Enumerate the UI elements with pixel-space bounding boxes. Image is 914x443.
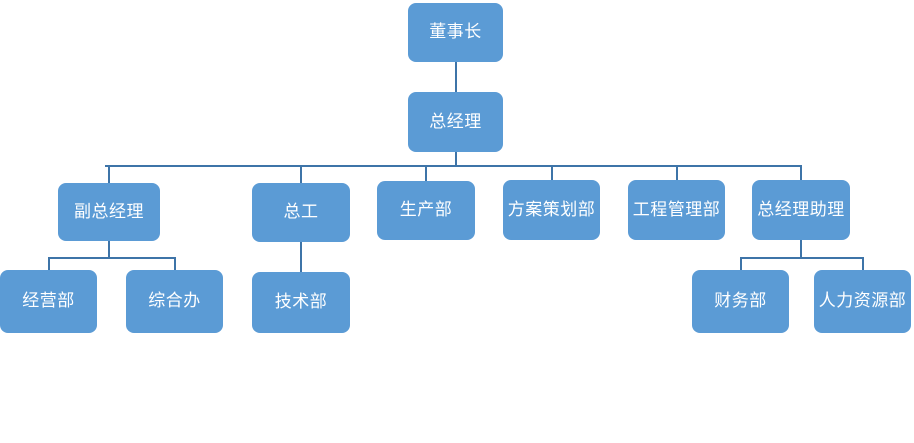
connector-gm-assistant-bus [740, 257, 864, 259]
node-deputy-gm[interactable]: 副总经理 [58, 183, 160, 241]
connector-drop-hr-dept [862, 257, 864, 271]
connector-drop-deputy-gm [108, 165, 110, 184]
connector-drop-finance-dept [740, 257, 742, 271]
node-hr-dept[interactable]: 人力资源部 [814, 270, 911, 333]
connector-drop-engineering-mgmt-dept [676, 165, 678, 181]
connector-chairman-to-general-manager [455, 62, 457, 92]
connector-chief-engineer-to-technology-dept [300, 242, 302, 273]
connector-deputy-gm-stem [108, 241, 110, 259]
connector-drop-gm-assistant [800, 165, 802, 181]
connector-drop-general-office [174, 257, 176, 271]
connector-deputy-gm-bus [48, 257, 176, 259]
node-general-office[interactable]: 综合办 [126, 270, 223, 333]
connector-gm-assistant-stem [800, 240, 802, 259]
node-general-manager[interactable]: 总经理 [408, 92, 503, 152]
node-chief-engineer[interactable]: 总工 [252, 183, 350, 242]
node-operations-dept[interactable]: 经营部 [0, 270, 97, 333]
node-finance-dept[interactable]: 财务部 [692, 270, 789, 333]
node-engineering-mgmt-dept[interactable]: 工程管理部 [628, 180, 725, 240]
node-technology-dept[interactable]: 技术部 [252, 272, 350, 333]
node-planning-dept[interactable]: 方案策划部 [503, 180, 600, 240]
node-production-dept[interactable]: 生产部 [377, 181, 475, 240]
connector-general-manager-stem [455, 152, 457, 167]
node-gm-assistant[interactable]: 总经理助理 [752, 180, 850, 240]
connector-drop-chief-engineer [300, 165, 302, 184]
connector-drop-production-dept [425, 165, 427, 182]
connector-drop-planning-dept [551, 165, 553, 181]
connector-level2-bus [105, 165, 802, 167]
connector-drop-operations-dept [48, 257, 50, 271]
node-chairman[interactable]: 董事长 [408, 3, 503, 62]
